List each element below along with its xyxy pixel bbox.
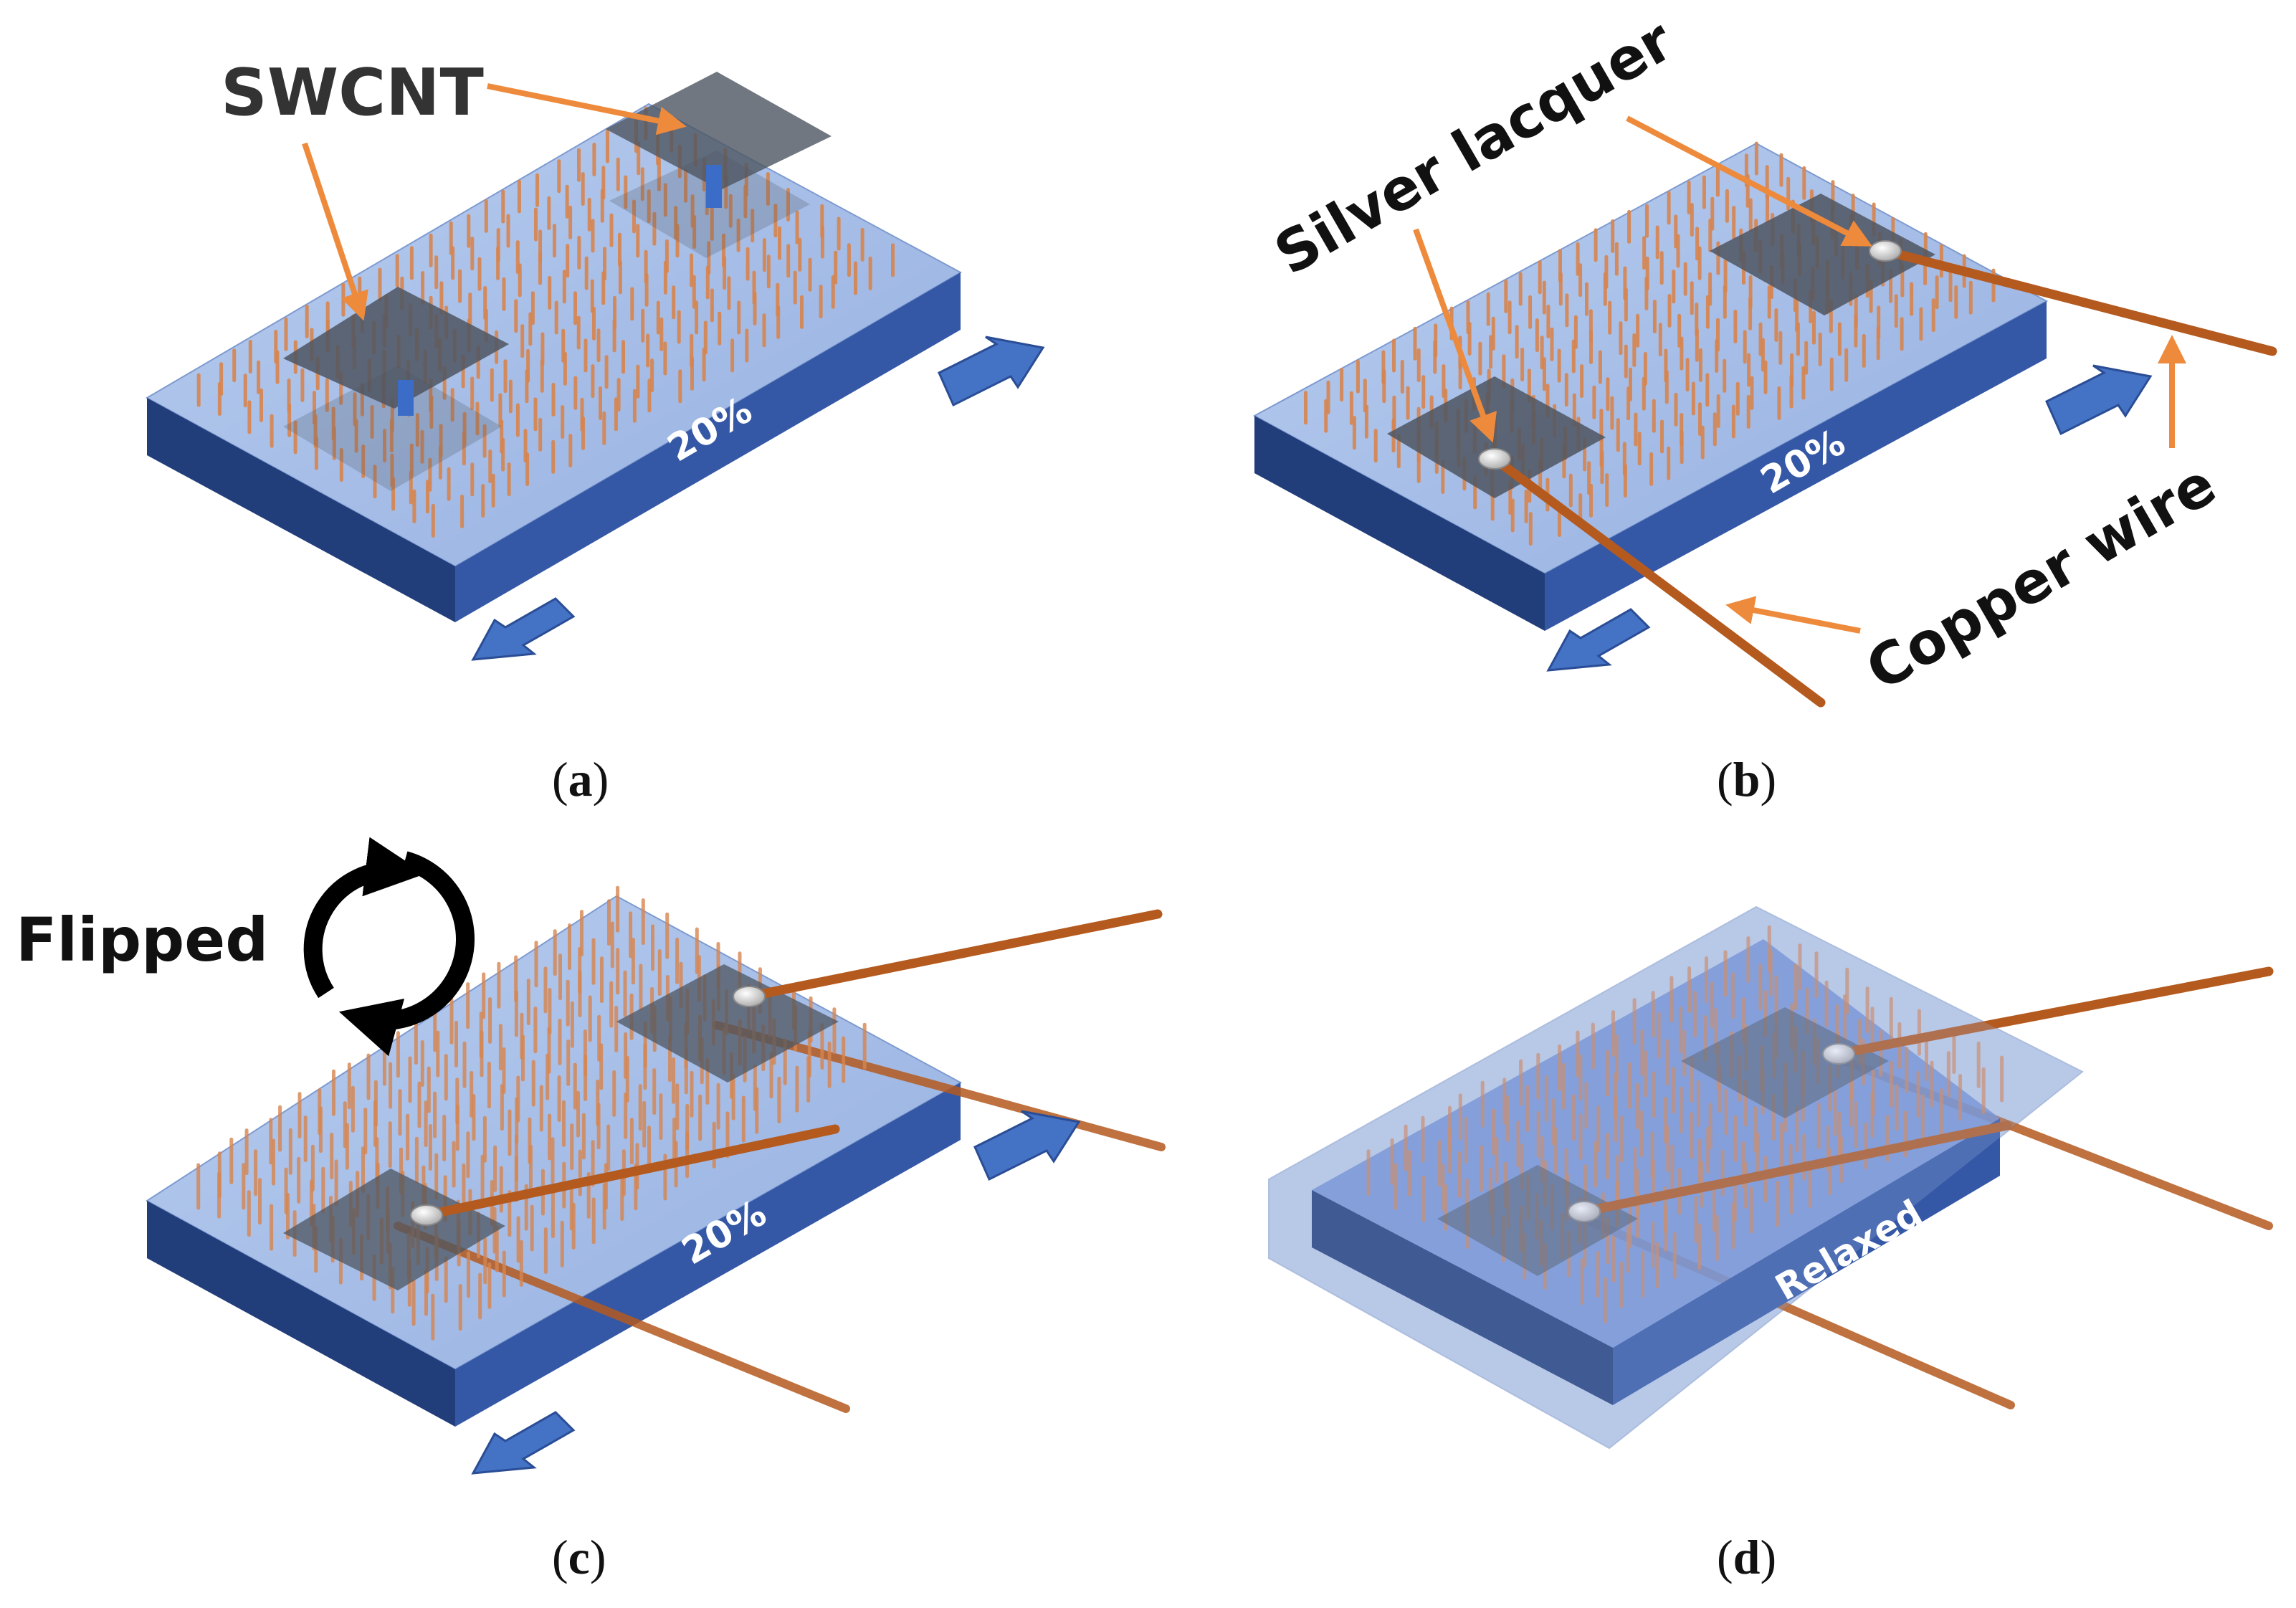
copper-wire-c-2 xyxy=(744,909,1163,1002)
copper-wire-d-2 xyxy=(1834,966,2274,1059)
caption-a: (a) xyxy=(552,752,609,807)
placement-arrow-a-1 xyxy=(398,380,414,416)
flip-arrow-icon-2 xyxy=(338,851,475,1057)
plate-b-front xyxy=(1545,301,2047,631)
silver-dot-b-1 xyxy=(1478,448,1511,470)
placement-arrow-a-2 xyxy=(706,165,722,208)
copper-wire-label: Copper wire xyxy=(1855,451,2226,704)
stretch-arrow-c-left xyxy=(471,1411,576,1475)
silver-pointer-1 xyxy=(1413,228,1497,443)
plate-b-side xyxy=(1254,416,1545,631)
swcnt-film-b-2 xyxy=(1710,194,1935,315)
swcnt-pointer-2 xyxy=(487,83,687,135)
plate-d-side xyxy=(1312,1190,1613,1405)
plate-a-side xyxy=(147,398,455,622)
plate-c-front xyxy=(455,1083,961,1427)
swcnt-pointer-1 xyxy=(302,142,368,321)
panel-d: Relaxed (d) xyxy=(1268,905,2274,1584)
copper-wire-d-1 xyxy=(1579,1121,2012,1217)
swcnt-label: SWCNT xyxy=(221,55,484,130)
swcnt-film-a-2 xyxy=(606,72,832,190)
swcnt-film-a-shadow xyxy=(283,366,502,491)
caption-d: (d) xyxy=(1717,1530,1776,1584)
panel-a: 20% SWCNT (a) xyxy=(145,55,1045,807)
flipped-label: Flipped xyxy=(16,905,268,975)
copper-wire-b-1 xyxy=(1490,454,1826,708)
copper-wire-c-1 xyxy=(421,1124,840,1220)
stretch-arrow-a-right xyxy=(938,336,1045,407)
panel-c: 20% Flipped (c) xyxy=(16,837,1166,1584)
plate-a-front xyxy=(455,272,961,622)
flip-arrow-icon-1 xyxy=(303,837,426,999)
silver-dot-c-1 xyxy=(410,1204,443,1226)
panel-b: 20% Silver lacquer Copper wire (b) xyxy=(1252,6,2277,807)
plate-d-front xyxy=(1613,1118,2000,1405)
silver-dot-c-2 xyxy=(733,986,766,1007)
silver-dot-d-1 xyxy=(1568,1201,1601,1222)
stretch-arrow-a-left xyxy=(471,597,576,661)
stretch-arrow-b-right xyxy=(2045,364,2153,436)
silver-dot-b-2 xyxy=(1869,240,1902,262)
swcnt-film-a-1 xyxy=(283,287,509,409)
plate-c-side xyxy=(147,1201,455,1427)
silver-dot-d-2 xyxy=(1822,1043,1855,1065)
relaxed-overlay-d xyxy=(1269,907,2082,1448)
stretch-arrow-b-left xyxy=(1546,608,1651,672)
silver-pointer-2 xyxy=(1626,115,1873,247)
caption-b: (b) xyxy=(1717,752,1776,807)
copper-pointer-1 xyxy=(1725,596,1861,634)
copper-wire-b-2 xyxy=(1880,246,2277,356)
copper-wire-c-under-1 xyxy=(394,1222,850,1413)
swcnt-film-d-2 xyxy=(1681,1007,1889,1118)
stretch-arrow-c-right xyxy=(973,1110,1081,1181)
swcnt-film-d-1 xyxy=(1437,1165,1638,1276)
swcnt-film-c-1 xyxy=(283,1169,505,1290)
caption-c: (c) xyxy=(552,1530,606,1584)
